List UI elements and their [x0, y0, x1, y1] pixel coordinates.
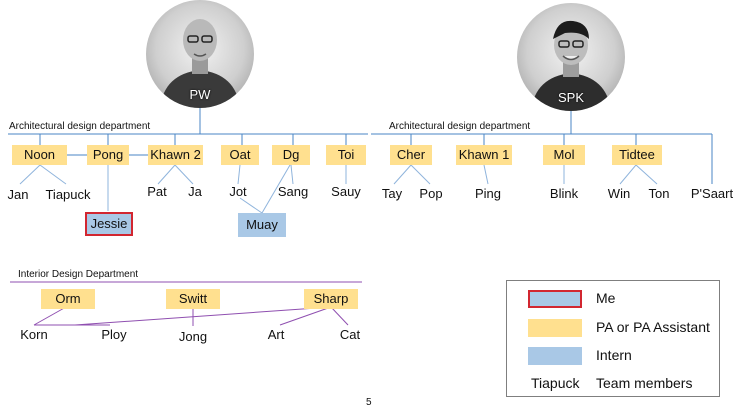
dept-arch-right: Architectural design department [389, 121, 531, 132]
page-number: 5 [366, 397, 372, 408]
member-sang: Sang [277, 184, 309, 199]
member-art: Art [267, 327, 285, 342]
pa-box-khawn2: Khawn 2 [148, 145, 203, 165]
spk-photo: SPK [517, 3, 625, 111]
legend-label-members: Team members [596, 375, 693, 391]
member-win: Win [607, 186, 631, 201]
member-ploy: Ploy [101, 327, 127, 342]
legend-member-sample: Tiapuck [531, 375, 580, 391]
pa-box-noon: Noon [12, 145, 67, 165]
legend: Me PA or PA Assistant Intern Tiapuck Tea… [506, 280, 720, 397]
pa-box-switt: Switt [166, 289, 220, 309]
person-portrait-icon [160, 19, 240, 108]
pa-box-sharp: Sharp [304, 289, 358, 309]
legend-swatch-pa [528, 319, 582, 337]
member-jan: Jan [7, 187, 29, 202]
legend-label-intern: Intern [596, 347, 632, 363]
member-ton: Ton [648, 186, 670, 201]
pa-box-tidtee: Tidtee [612, 145, 662, 165]
member-tay: Tay [381, 186, 403, 201]
pw-photo: PW [146, 0, 254, 108]
legend-swatch-intern [528, 347, 582, 365]
member-pat: Pat [147, 184, 167, 199]
member-pop: Pop [419, 186, 443, 201]
legend-label-pa: PA or PA Assistant [596, 319, 710, 335]
pa-box-orm: Orm [41, 289, 95, 309]
intern-box-muay: Muay [238, 213, 286, 237]
member-korn: Korn [20, 327, 48, 342]
legend-swatch-me [528, 290, 582, 308]
intern-box-jessie: Jessie [85, 212, 133, 236]
legend-label-me: Me [596, 290, 616, 306]
dept-interior: Interior Design Department [18, 269, 139, 280]
member-blink: Blink [549, 186, 579, 201]
member-tiapuck: Tiapuck [45, 187, 91, 202]
member-ja: Ja [188, 184, 202, 199]
pa-box-pong: Pong [87, 145, 129, 165]
member-jong: Jong [178, 329, 208, 344]
member-sauy: Sauy [331, 184, 361, 199]
pa-box-cher: Cher [390, 145, 432, 165]
dept-arch-left: Architectural design department [9, 121, 151, 132]
member-jot: Jot [229, 184, 247, 199]
spk-label: SPK [557, 90, 584, 105]
pa-box-mol: Mol [543, 145, 585, 165]
pa-box-khawn1: Khawn 1 [456, 145, 512, 165]
member-ping: Ping [474, 186, 502, 201]
pa-box-dg: Dg [272, 145, 310, 165]
person-portrait-icon [531, 20, 611, 111]
pa-box-toi: Toi [326, 145, 366, 165]
pa-box-oat: Oat [221, 145, 259, 165]
member-psaart: P'Saart [690, 186, 734, 201]
member-cat: Cat [339, 327, 361, 342]
pw-label: PW [189, 87, 211, 102]
